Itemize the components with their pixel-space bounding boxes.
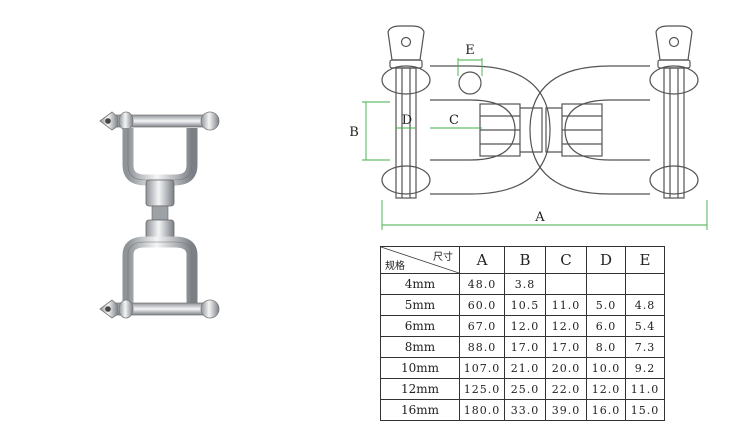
value-cell-d: 16.0 (586, 399, 626, 421)
table-row: 5mm 60.0 10.5 11.0 5.0 4.8 (380, 294, 665, 316)
value-cell-e: 9.2 (625, 357, 665, 379)
value-cell-e: 4.8 (625, 294, 665, 316)
value-cell-c (545, 273, 587, 295)
table-header-row: 尺寸 规格 A B C D E (380, 246, 665, 274)
column-header-d: D (586, 246, 626, 274)
value-cell-e: 15.0 (625, 399, 665, 421)
value-cell-d: 8.0 (586, 336, 626, 358)
table-row: 10mm 107.0 21.0 20.0 10.0 9.2 (380, 357, 665, 379)
table-row: 12mm 125.0 25.0 22.0 12.0 11.0 (380, 378, 665, 400)
value-cell-b: 17.0 (504, 336, 546, 358)
dim-label-c: C (449, 113, 459, 128)
value-cell-c: 20.0 (545, 357, 587, 379)
value-cell-e: 5.4 (625, 315, 665, 337)
value-cell-a: 107.0 (459, 357, 505, 379)
value-cell-a: 125.0 (459, 378, 505, 400)
value-cell-b: 10.5 (504, 294, 546, 316)
value-cell-d: 10.0 (586, 357, 626, 379)
value-cell-a: 67.0 (459, 315, 505, 337)
value-cell-c: 22.0 (545, 378, 587, 400)
value-cell-c: 12.0 (545, 315, 587, 337)
value-cell-a: 88.0 (459, 336, 505, 358)
table-corner-cell: 尺寸 规格 (380, 246, 460, 274)
dim-label-d: D (402, 113, 412, 128)
table-row: 6mm 67.0 12.0 12.0 6.0 5.4 (380, 315, 665, 337)
value-cell-c: 39.0 (545, 399, 587, 421)
column-header-a: A (459, 246, 505, 274)
value-cell-b: 25.0 (504, 378, 546, 400)
value-cell-d (586, 273, 626, 295)
value-cell-e (625, 273, 665, 295)
column-header-c: C (545, 246, 587, 274)
size-cell: 5mm (380, 294, 460, 316)
size-cell: 6mm (380, 315, 460, 337)
product-photo (99, 111, 220, 319)
table-row: 16mm 180.0 33.0 39.0 16.0 15.0 (380, 399, 665, 421)
corner-label-dimension: 尺寸 (433, 252, 453, 263)
size-cell: 10mm (380, 357, 460, 379)
table-row: 8mm 88.0 17.0 17.0 8.0 7.3 (380, 336, 665, 358)
value-cell-b: 21.0 (504, 357, 546, 379)
value-cell-c: 17.0 (545, 336, 587, 358)
size-cell: 8mm (380, 336, 460, 358)
value-cell-b: 12.0 (504, 315, 546, 337)
column-header-e: E (625, 246, 665, 274)
size-cell: 4mm (380, 273, 460, 295)
value-cell-b: 3.8 (504, 273, 546, 295)
value-cell-d: 12.0 (586, 378, 626, 400)
value-cell-e: 7.3 (625, 336, 665, 358)
technical-drawing: A B C D E (350, 25, 708, 230)
size-cell: 16mm (380, 399, 460, 421)
value-cell-e: 11.0 (625, 378, 665, 400)
size-cell: 12mm (380, 378, 460, 400)
spec-table: 尺寸 规格 A B C D E 4mm 48.0 3.8 5mm 60.0 10… (380, 246, 665, 421)
value-cell-a: 180.0 (459, 399, 505, 421)
corner-label-spec: 规格 (385, 261, 405, 272)
dim-label-a: A (534, 210, 545, 225)
table-row: 4mm 48.0 3.8 (380, 273, 665, 295)
column-header-b: B (504, 246, 546, 274)
value-cell-c: 11.0 (545, 294, 587, 316)
dim-label-b: B (350, 125, 359, 140)
value-cell-b: 33.0 (504, 399, 546, 421)
dim-label-e: E (465, 43, 475, 58)
value-cell-d: 6.0 (586, 315, 626, 337)
value-cell-a: 60.0 (459, 294, 505, 316)
value-cell-a: 48.0 (459, 273, 505, 295)
value-cell-d: 5.0 (586, 294, 626, 316)
